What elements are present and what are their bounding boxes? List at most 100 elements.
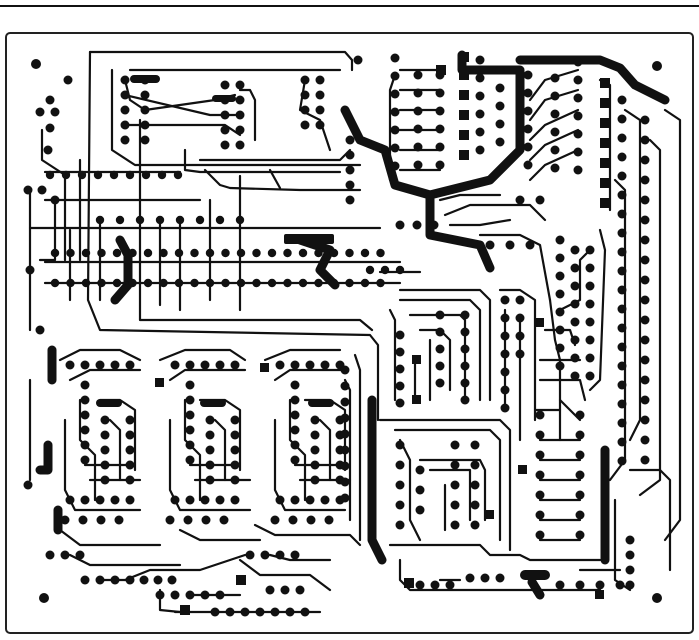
pad — [475, 55, 485, 65]
pad — [615, 580, 625, 590]
pad — [413, 88, 423, 98]
pad — [340, 429, 350, 439]
pad — [220, 125, 230, 135]
pad — [125, 430, 135, 440]
pad — [165, 515, 175, 525]
pad — [640, 435, 650, 445]
pad — [290, 440, 300, 450]
pad — [65, 360, 75, 370]
pad — [617, 247, 627, 257]
pad — [523, 70, 533, 80]
pad — [100, 475, 110, 485]
pad — [139, 575, 149, 585]
pad — [390, 125, 400, 135]
pad — [570, 335, 580, 345]
pad — [500, 367, 510, 377]
pad — [523, 160, 533, 170]
pad — [80, 495, 90, 505]
pad — [640, 415, 650, 425]
pad — [570, 353, 580, 363]
pad — [135, 215, 145, 225]
pad — [283, 278, 292, 288]
pad — [412, 220, 422, 230]
pad — [235, 125, 245, 135]
pad — [345, 278, 354, 288]
pad — [125, 445, 135, 455]
pad — [390, 107, 400, 117]
pad — [585, 263, 595, 273]
pad — [500, 403, 510, 413]
oval-pads — [96, 75, 550, 580]
pad — [305, 360, 315, 370]
pad — [80, 395, 90, 405]
pad — [575, 430, 585, 440]
pad — [230, 495, 240, 505]
pad — [470, 520, 480, 530]
pad — [480, 573, 490, 583]
pad — [415, 485, 425, 495]
pad — [310, 460, 320, 470]
pad — [376, 248, 385, 258]
pad — [360, 248, 370, 258]
pad — [200, 590, 210, 600]
pad — [110, 495, 120, 505]
pad — [100, 430, 110, 440]
pad — [500, 349, 510, 359]
pad — [235, 215, 245, 225]
pad — [66, 278, 75, 288]
pad — [515, 313, 525, 323]
pad — [495, 83, 505, 93]
pad — [617, 437, 627, 447]
pad — [205, 415, 215, 425]
pad — [221, 248, 230, 258]
pad — [640, 455, 650, 465]
pad — [109, 170, 119, 180]
pad — [617, 399, 627, 409]
pad — [570, 371, 580, 381]
pad — [575, 410, 585, 420]
pad — [120, 135, 130, 145]
pad — [395, 220, 405, 230]
pad — [170, 495, 180, 505]
pad — [205, 248, 215, 258]
pad — [575, 580, 585, 590]
pad — [260, 550, 270, 560]
pad — [283, 248, 292, 258]
pad — [128, 248, 137, 258]
pad — [114, 515, 124, 525]
pad — [470, 460, 480, 470]
pad — [640, 115, 650, 125]
pad — [505, 240, 515, 250]
pad — [413, 124, 423, 134]
pad — [200, 360, 210, 370]
pad — [460, 378, 470, 388]
pad — [340, 477, 350, 487]
pad — [35, 325, 45, 335]
pad — [112, 278, 122, 288]
pad — [450, 520, 460, 530]
pad — [617, 209, 627, 219]
pad — [159, 278, 168, 288]
pad — [125, 460, 135, 470]
pad — [45, 170, 55, 180]
pad — [395, 364, 405, 374]
pad — [475, 127, 485, 137]
pad — [320, 360, 330, 370]
pad — [395, 520, 405, 530]
pad — [340, 461, 350, 471]
pad — [617, 304, 627, 314]
pad — [205, 460, 215, 470]
pad — [345, 248, 354, 258]
pad — [617, 133, 627, 143]
pad — [185, 495, 195, 505]
pad — [205, 430, 215, 440]
pad — [535, 470, 545, 480]
pad — [435, 327, 445, 337]
pad — [128, 278, 137, 288]
pad — [460, 361, 470, 371]
pad — [310, 475, 320, 485]
pad — [435, 124, 445, 134]
pad — [573, 129, 583, 139]
pad — [50, 107, 60, 117]
pad — [140, 105, 150, 115]
